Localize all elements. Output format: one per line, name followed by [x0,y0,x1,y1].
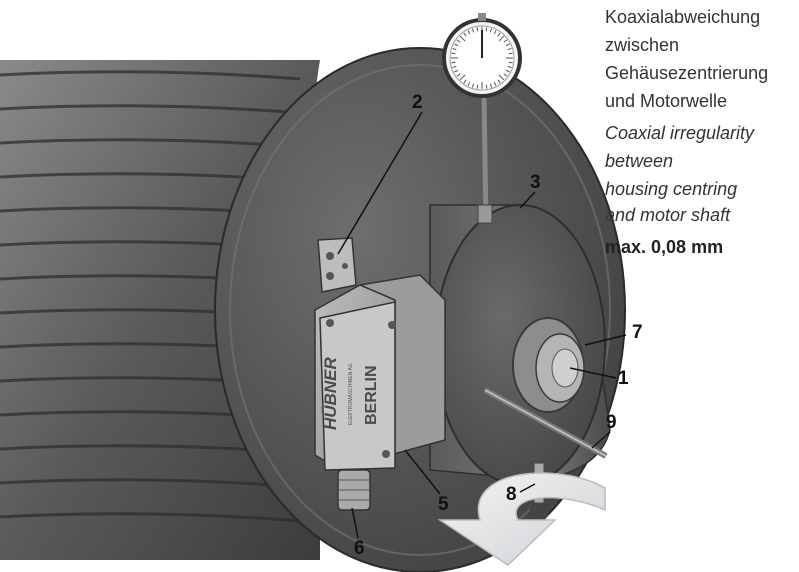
fin-line [0,512,301,523]
callout-6: 6 [354,538,365,559]
dial-tick [454,43,459,47]
annotation-de-line-3: Gehäusezentrierung [605,63,769,83]
dial-tick [452,65,457,69]
dial-tick [485,27,488,32]
dial-tick [456,73,461,77]
dial-tick [493,30,497,35]
dial-tick [503,39,508,43]
annotation-en-line-4: and motor shaft [605,205,731,225]
dial-tick [489,28,493,33]
dial-tick [452,47,457,51]
dial-tick [456,39,461,43]
annotation-en-line-2: between [605,151,674,171]
dial-tick [498,35,505,42]
dial-tick [451,61,456,64]
flange-cylinder [429,204,611,486]
encoder-sub-label: ELEKTROMASCHINEN AG [348,363,354,425]
annotation-de-line-2: zwischen [605,35,680,55]
encoder-city-label: BERLIN [363,365,380,425]
callout-1: 1 [618,368,629,389]
callout-9: 9 [606,412,617,433]
dial-tick [503,73,508,77]
fin-line [0,70,301,81]
motor-shaft-end [512,317,585,413]
cable-gland [337,469,371,511]
dial-indicator [442,13,522,224]
tolerance-value: max. 0,08 mm [605,237,724,257]
annotation-de-line-4: und Motorwelle [605,91,728,111]
end-shield-rim [229,64,611,556]
rotation-arrow [437,472,606,566]
dial-tick [471,28,475,33]
dial-tick [459,74,466,81]
dial-tick [505,43,510,47]
annotation-en-line-1: Coaxial irregularity [605,123,755,143]
dial-tick [454,69,459,73]
dial-tick [497,79,501,84]
dial-tick [476,27,479,32]
annotation-de-line-1: Koaxialabweichung [605,7,761,27]
callout-3: 3 [530,172,541,193]
dial-tick [463,79,467,84]
encoder-housing: HÜBNER BERLIN ELEKTROMASCHINEN AG [314,274,446,471]
mounting-bracket [317,237,357,293]
dial-tick [508,52,513,55]
dial-tick [508,61,513,64]
callout-5: 5 [438,494,449,515]
dial-tick [505,69,510,73]
annotation-en-line-3: housing centring [605,179,738,199]
dial-tick [507,47,512,51]
dial-tick [485,84,488,89]
encoder-brand-label: HÜBNER [321,357,340,430]
dial-tick [489,83,493,88]
dial-tick [498,74,505,81]
callout-8: 8 [506,484,517,505]
dial-tick [497,32,501,37]
callout-2: 2 [412,92,423,113]
dial-tick [451,52,456,55]
dial-tick [476,84,479,89]
dial-tick [467,30,471,35]
dial-tick [493,81,497,86]
dial-tick [507,65,512,69]
dial-tick [471,83,475,88]
leader-lines [337,111,627,539]
dial-tick [467,81,471,86]
dial-tick [463,32,467,37]
callout-7: 7 [632,322,643,343]
fin-line [0,478,301,489]
dial-tick [459,35,466,42]
fin-line [0,104,301,115]
